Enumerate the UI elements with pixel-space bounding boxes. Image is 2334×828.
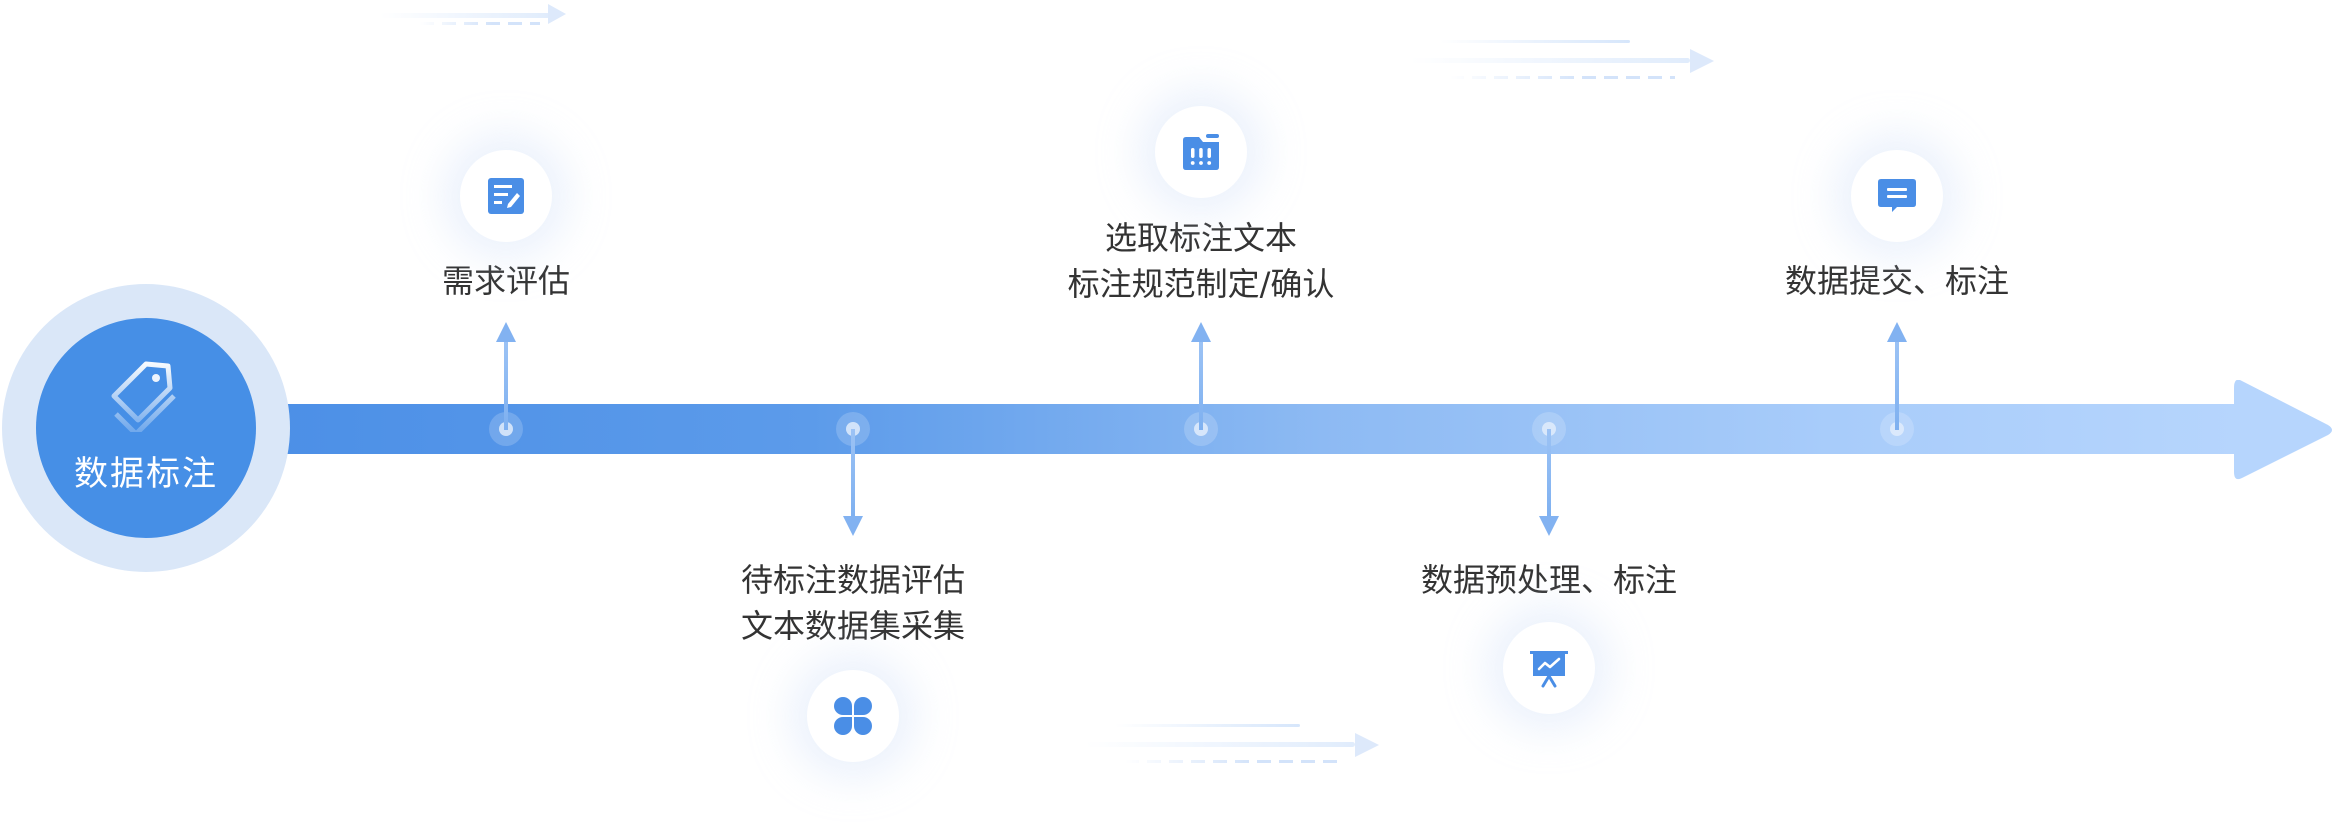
step-label-line: 待标注数据评估 bbox=[740, 561, 966, 599]
step-icon-badge bbox=[460, 150, 552, 242]
step-label: 需求评估 bbox=[442, 258, 570, 304]
step-label-line: 数据预处理、标注 bbox=[1420, 561, 1678, 599]
presentation-chart-icon bbox=[1530, 651, 1568, 688]
decorative-streak bbox=[1085, 724, 1385, 784]
step-label: 数据提交、标注 bbox=[1785, 258, 2009, 304]
step-icon-badge bbox=[1155, 106, 1247, 198]
connector-line bbox=[851, 429, 855, 519]
step-icon-badge bbox=[1851, 150, 1943, 242]
step-label: 待标注数据评估 文本数据集采集 bbox=[741, 557, 965, 649]
step-label-line: 需求评估 bbox=[441, 262, 571, 300]
document-edit-icon bbox=[488, 178, 524, 214]
timeline-arrowhead bbox=[2234, 380, 2332, 480]
step-label-line: 文本数据集采集 bbox=[740, 607, 966, 645]
folder-chart-icon bbox=[1183, 134, 1219, 170]
clover-icon bbox=[834, 697, 872, 735]
step-label: 选取标注文本 标注规范制定/确认 bbox=[1068, 215, 1335, 307]
step-label-line: 选取标注文本 bbox=[1104, 219, 1298, 257]
arrow-up-icon bbox=[1887, 322, 1907, 342]
decorative-streak bbox=[380, 0, 566, 54]
connector-line bbox=[1895, 340, 1899, 430]
connector-line bbox=[1547, 429, 1551, 519]
step-icon-badge bbox=[1503, 622, 1595, 714]
arrow-down-icon bbox=[843, 516, 863, 536]
step-label-line: 数据提交、标注 bbox=[1784, 262, 2010, 300]
tag-icon bbox=[111, 361, 176, 432]
arrow-up-icon bbox=[496, 322, 516, 342]
step-icon-badge bbox=[807, 670, 899, 762]
arrow-up-icon bbox=[1191, 322, 1211, 342]
arrow-down-icon bbox=[1539, 516, 1559, 536]
decorative-streak bbox=[1410, 40, 1720, 100]
step-label: 数据预处理、标注 bbox=[1421, 557, 1677, 603]
connector-line bbox=[504, 340, 508, 430]
step-label-line: 标注规范制定/确认 bbox=[1067, 265, 1335, 303]
chat-message-icon bbox=[1878, 179, 1916, 212]
hub-circle bbox=[36, 318, 256, 538]
hub-label: 数据标注 bbox=[74, 454, 218, 494]
connector-line bbox=[1199, 340, 1203, 430]
